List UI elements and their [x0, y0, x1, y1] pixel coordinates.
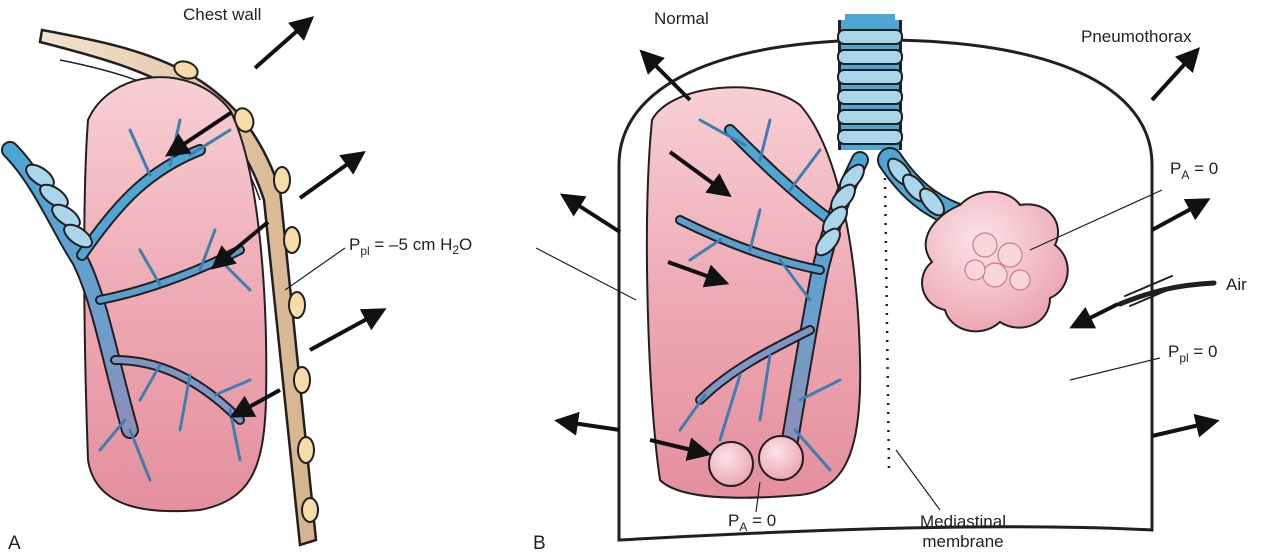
pa-lower-main: P — [728, 511, 739, 530]
pa-lower-rest: = 0 — [747, 511, 776, 530]
mediastinal-membrane-label: Mediastinal membrane — [920, 512, 1006, 553]
alveolar-pressure-label-upper: PA = 0 — [1170, 160, 1218, 177]
panel-a-label: A — [8, 534, 21, 553]
pneumothorax-label: Pneumothorax — [1081, 28, 1192, 45]
trachea-b — [838, 18, 902, 150]
pleural-pressure-label-a: Ppl = –5 cm H2O — [349, 236, 472, 253]
ppl-b-main: P — [1168, 342, 1179, 361]
ppl-a-main: P — [349, 235, 360, 254]
ppl-a-sub: pl — [360, 244, 369, 258]
mediastinal-line1: Mediastinal — [920, 512, 1006, 532]
chest-wall-label: Chest wall — [183, 6, 261, 23]
pa-lower-sub: A — [739, 520, 747, 534]
panel-b-label: B — [533, 534, 546, 553]
alveolar-pressure-label-lower: PA = 0 — [728, 512, 776, 529]
air-label: Air — [1226, 276, 1247, 293]
normal-label: Normal — [654, 10, 709, 27]
ppl-b-sub: pl — [1179, 351, 1188, 365]
pa-upper-sub: A — [1181, 168, 1189, 182]
panel-b-illustration — [536, 18, 1214, 540]
ppl-a-h2o-sub: 2 — [452, 243, 459, 257]
pa-upper-rest: = 0 — [1189, 159, 1218, 178]
collapsed-lung — [922, 192, 1068, 332]
ppl-b-rest: = 0 — [1189, 342, 1218, 361]
ppl-a-rest-before: = –5 cm H — [370, 235, 453, 254]
pa-upper-main: P — [1170, 159, 1181, 178]
pleural-pressure-label-b: Ppl = 0 — [1168, 343, 1218, 360]
mediastinal-line2: membrane — [920, 532, 1006, 552]
ppl-a-rest-after: O — [459, 235, 472, 254]
panel-a-illustration — [10, 24, 376, 545]
